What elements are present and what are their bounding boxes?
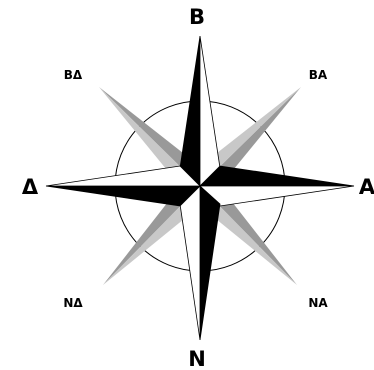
south-label: N <box>188 347 206 370</box>
west-label: Δ <box>22 175 39 199</box>
west-point-light <box>46 166 200 186</box>
east-label: A <box>359 175 374 199</box>
southeast-label: NA <box>308 296 328 310</box>
east-point-dark <box>200 166 354 186</box>
southwest-label: NΔ <box>63 296 83 310</box>
south-point-dark <box>200 186 220 340</box>
north-label: B <box>189 5 205 29</box>
northwest-label: BΔ <box>64 68 83 82</box>
north-point-light <box>200 36 220 186</box>
north-point-dark <box>180 36 200 186</box>
west-point-dark <box>46 186 200 206</box>
northeast-label: BA <box>309 68 328 82</box>
east-point-light <box>200 186 354 206</box>
south-point-light <box>180 186 200 340</box>
